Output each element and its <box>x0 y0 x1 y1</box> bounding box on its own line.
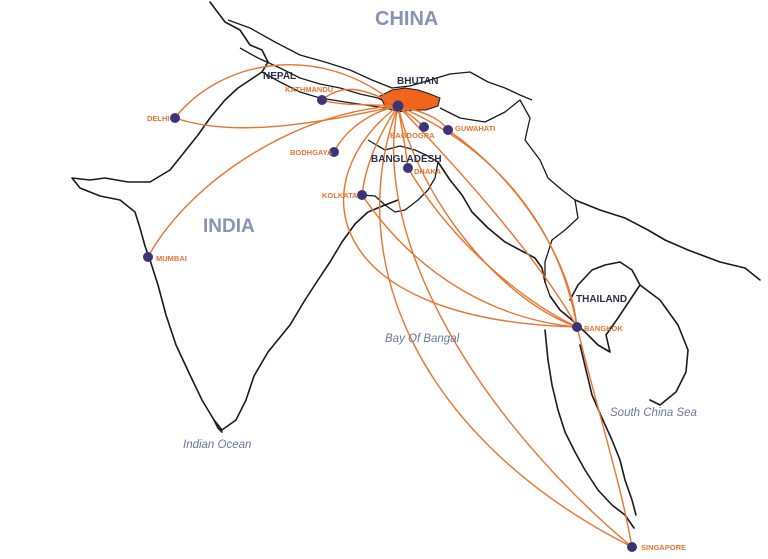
indian-ocean-label: Indian Ocean <box>183 439 251 451</box>
route-kolkata <box>361 105 399 196</box>
route-delhi-return <box>174 105 399 129</box>
route-kathmandu-2 <box>321 99 399 107</box>
kathmandu-marker[interactable] <box>317 95 327 105</box>
route-singapore-2 <box>393 105 633 548</box>
bodhgaya-label: BODHGAYA <box>290 148 333 157</box>
route-bangkok-7 <box>361 194 578 328</box>
bhutan-label: BHUTAN <box>397 76 438 87</box>
delhi-marker[interactable] <box>170 113 180 123</box>
delhi-label: DELHI <box>147 114 170 123</box>
route-delhi <box>174 64 399 119</box>
route-singapore-3 <box>576 326 633 548</box>
bagdogra-label: BAGDOGRA <box>390 131 435 140</box>
bodhgaya-marker[interactable] <box>329 147 339 157</box>
northeast-border <box>439 99 579 297</box>
singapore-marker[interactable] <box>627 542 637 552</box>
south-china-sea-label: South China Sea <box>610 407 697 419</box>
route-singapore <box>379 105 633 548</box>
mumbai-marker[interactable] <box>143 252 153 262</box>
dhaka-marker[interactable] <box>403 163 413 173</box>
dhaka-label: DHAKA <box>414 167 442 176</box>
bangkok-label: BANGKOK <box>584 324 623 333</box>
china-border <box>227 19 533 101</box>
city-markers <box>143 95 637 552</box>
india-label: INDIA <box>203 216 255 237</box>
nepal-label: NEPAL <box>263 71 296 82</box>
southern-tip <box>213 419 223 433</box>
route-kathmandu <box>321 88 399 107</box>
bagdogra-marker[interactable] <box>419 122 429 132</box>
bangkok-marker[interactable] <box>572 322 582 332</box>
bangladesh-border <box>361 139 439 213</box>
route-bangkok-4 <box>342 105 578 328</box>
route-bangkok-1 <box>397 105 578 328</box>
mumbai-label: MUMBAI <box>156 254 187 263</box>
china-label: CHINA <box>375 8 438 30</box>
myanmar-coastline <box>437 161 546 283</box>
indochina-coastline <box>574 199 761 406</box>
landmass-outlines <box>71 1 761 529</box>
bay-of-bengal-label: Bay Of Bangal <box>385 333 460 345</box>
bangladesh-label: BANGLADESH <box>371 154 442 165</box>
guwahati-label: GUWAHATI <box>455 124 495 133</box>
guwahati-marker[interactable] <box>443 125 453 135</box>
kathmandu-label: KATHMANDU <box>285 85 333 94</box>
paro-hub-marker[interactable] <box>392 100 404 112</box>
india-coastline <box>71 1 399 431</box>
kolkata-label: KOLKATA <box>322 191 358 200</box>
route-bangkok-5 <box>447 129 578 328</box>
kolkata-marker[interactable] <box>357 190 367 200</box>
route-mumbai <box>147 105 399 258</box>
route-bodhgaya <box>333 105 399 153</box>
singapore-label: SINGAPORE <box>641 543 686 552</box>
malay-peninsula <box>544 329 637 529</box>
route-bangkok-6 <box>407 167 578 328</box>
thailand-label: THAILAND <box>576 294 627 305</box>
